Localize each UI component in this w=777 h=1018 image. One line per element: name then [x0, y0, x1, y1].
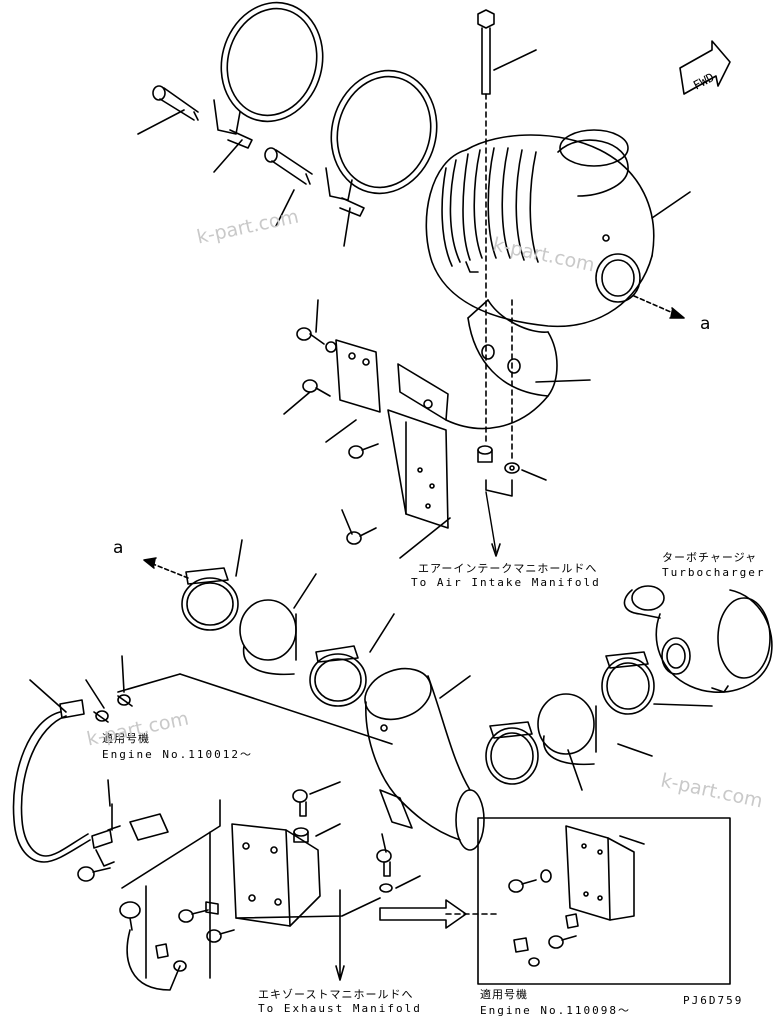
engine-no-label-2: Engine No.110098～: [480, 1004, 631, 1017]
hose-fitting-1: [59, 699, 85, 719]
exhaust-label-en: To Exhaust Manifold: [258, 1002, 422, 1015]
nut: [504, 462, 520, 474]
ref-a-label-2: a: [113, 538, 124, 558]
exhaust-label-jp: エキゾーストマニホールドへ: [258, 988, 414, 1001]
ref-a-label-1: a: [700, 314, 711, 334]
bracket-bolt-3: [348, 443, 379, 459]
applicable-label-1: 適用号機: [102, 732, 150, 745]
turbocharger: [623, 585, 773, 693]
turbocharger-label-en: Turbocharger: [662, 566, 766, 579]
bracket-bolt-1: [296, 327, 337, 353]
detail-box: [477, 817, 731, 985]
bracket-bolt-4: [346, 527, 377, 545]
fwd-arrow-icon: FWD: [679, 40, 731, 95]
air-intake-label-en: To Air Intake Manifold: [411, 576, 601, 589]
drawing-code: PJ6D759: [683, 994, 744, 1007]
fwd-label: FWD: [691, 70, 717, 93]
connector-1: [93, 710, 109, 723]
hose-clamp-2: [309, 645, 367, 707]
applicable-label-2: 適用号機: [480, 988, 528, 1001]
elbow-pipe: [364, 667, 485, 851]
exhaust-bracket: [231, 823, 381, 927]
exhaust-connector: [155, 943, 187, 972]
sensor: [119, 901, 181, 991]
rubber-hose-1: [239, 599, 297, 676]
turbocharger-label-jp: ターボチャージャ: [662, 551, 758, 564]
hose-clamp-1: [181, 567, 239, 631]
pressure-hose: [12, 711, 91, 863]
band-clamp-1: [213, 1, 324, 149]
bracket-plate-2: [387, 409, 449, 529]
spacer: [477, 445, 493, 463]
clamp-bolt-2: [264, 147, 313, 185]
hose-clamp-3: [485, 721, 539, 785]
small-bolt-1: [77, 866, 111, 882]
exhaust-bolt-1: [292, 789, 309, 843]
hose-fitting-2: [91, 829, 115, 867]
bracket-plate-1: [335, 339, 381, 413]
air-cleaner: [425, 129, 655, 328]
rubber-hose-2: [537, 693, 597, 766]
mounting-saddle: [397, 299, 558, 430]
connector-2: [117, 694, 133, 707]
air-intake-label-jp: エアーインテークマニホールドへ: [418, 562, 598, 575]
detail-arrow-icon: [379, 899, 467, 929]
hose-clamp-4: [601, 651, 655, 715]
exhaust-bolt-2: [376, 849, 393, 893]
clamp-bolt-1: [152, 85, 199, 121]
exhaust-bolt-4: [206, 929, 235, 943]
exhaust-bolt-3: [178, 901, 219, 923]
engine-no-label-1: Engine No.110012～: [102, 748, 253, 761]
sensor-bracket: [107, 803, 169, 841]
long-bolt: [477, 9, 495, 95]
